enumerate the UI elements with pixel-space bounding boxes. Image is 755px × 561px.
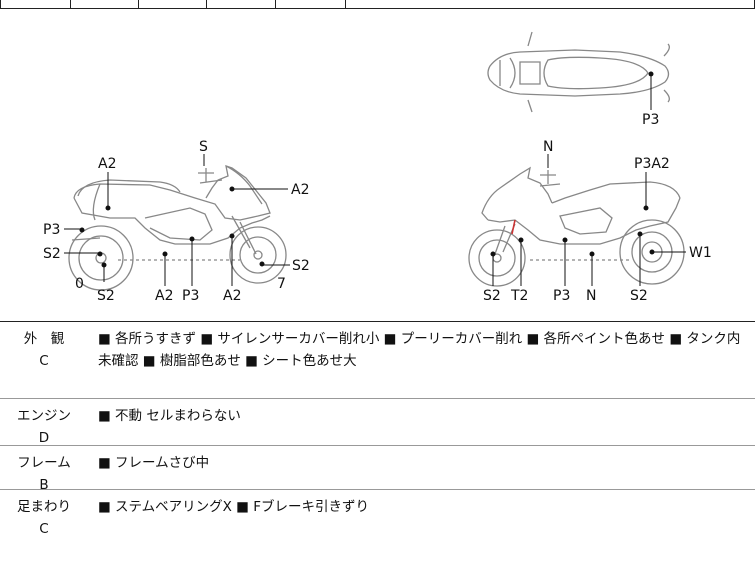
label-t2: T2 xyxy=(510,288,528,304)
condition-text: ■ ステムベアリングX ■ Fブレーキ引きずり xyxy=(98,499,369,515)
category-name: フレーム xyxy=(17,455,71,471)
label-s2: S2 xyxy=(43,246,61,262)
scooter-left-view xyxy=(68,165,287,291)
label-s2: S2 xyxy=(292,258,310,274)
condition-row-suspension: 足まわり C ■ ステムベアリングX ■ Fブレーキ引きずり xyxy=(0,490,755,561)
category-cell: エンジン D xyxy=(0,399,88,449)
label-a2: A2 xyxy=(223,288,241,304)
category-name: 足まわり xyxy=(17,499,71,515)
condition-text: ■ 各所うすきず ■ サイレンサーカバー削れ小 ■ プーリーカバー削れ ■ 各所… xyxy=(98,331,741,369)
scooter-right-view xyxy=(468,166,685,287)
label-n: N xyxy=(543,139,553,155)
label-a2: A2 xyxy=(98,156,116,172)
label-p3: P3 xyxy=(642,112,659,128)
label-s2: S2 xyxy=(97,288,115,304)
label-w1: W1 xyxy=(689,245,712,261)
label-s2: S2 xyxy=(483,288,501,304)
condition-row-engine: エンジン D ■ 不動 セルまわらない xyxy=(0,399,755,446)
label-p3a2: P3A2 xyxy=(634,156,670,172)
category-grade: B xyxy=(39,477,49,493)
label-seven: 7 xyxy=(277,276,286,292)
condition-text: ■ 不動 セルまわらない xyxy=(98,408,241,424)
label-zero: 0 xyxy=(75,276,84,292)
label-a2: A2 xyxy=(155,288,173,304)
category-name: エンジン xyxy=(17,408,71,424)
category-cell: 足まわり C xyxy=(0,490,88,540)
label-p3: P3 xyxy=(182,288,199,304)
label-a2: A2 xyxy=(291,182,309,198)
category-grade: C xyxy=(39,521,49,537)
label-p3: P3 xyxy=(553,288,570,304)
category-grade: C xyxy=(39,353,49,369)
label-p3: P3 xyxy=(43,222,60,238)
label-s: S xyxy=(199,139,208,155)
scooter-top-view xyxy=(487,31,670,113)
condition-row-frame: フレーム B ■ フレームさび中 xyxy=(0,446,755,493)
condition-text: ■ フレームさび中 xyxy=(98,455,210,471)
damage-diagram: A2 S A2 P3 S2 S2 0 S2 A2 P3 A2 7 N P3A2 … xyxy=(0,8,755,322)
category-cell: フレーム B xyxy=(0,446,88,496)
category-grade: D xyxy=(38,430,50,446)
label-s2: S2 xyxy=(630,288,648,304)
label-n: N xyxy=(586,288,596,304)
category-cell: 外 観 C xyxy=(0,322,88,372)
condition-row-exterior: 外 観 C ■ 各所うすきず ■ サイレンサーカバー削れ小 ■ プーリーカバー削… xyxy=(0,322,755,399)
category-name: 外 観 xyxy=(23,331,65,347)
